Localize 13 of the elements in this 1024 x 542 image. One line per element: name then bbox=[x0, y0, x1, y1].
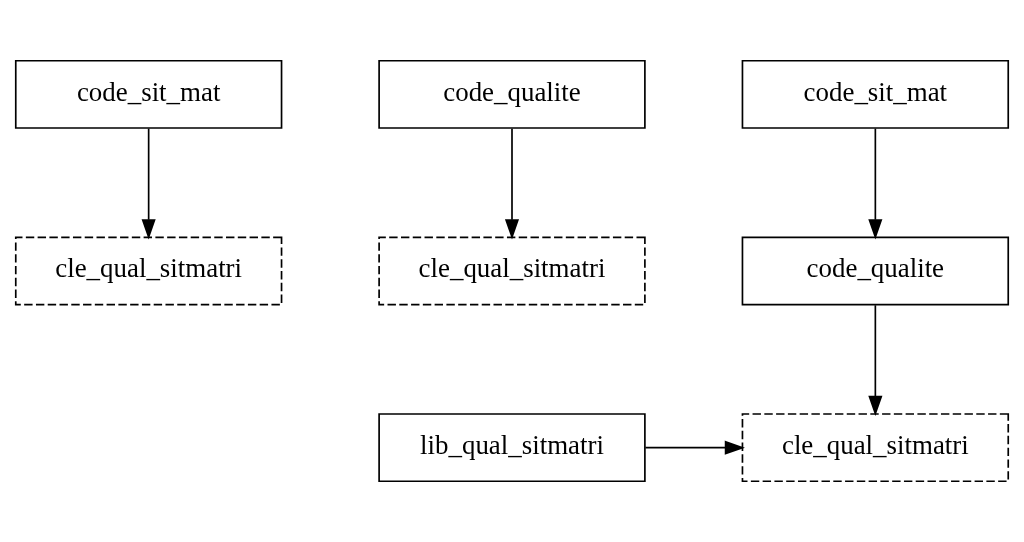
arrow bbox=[141, 127, 156, 240]
node-box: cle_qual_sitmatri bbox=[378, 236, 646, 306]
arrow bbox=[504, 127, 520, 240]
node-box: code_sit_mat bbox=[741, 59, 1010, 129]
arrow bbox=[644, 440, 745, 455]
arrow bbox=[868, 304, 883, 417]
node-box: cle_qual_sitmatri bbox=[741, 413, 1010, 483]
node-box: code_qualite bbox=[741, 236, 1010, 306]
node-box: code_qualite bbox=[378, 59, 646, 129]
node-box: code_sit_mat bbox=[14, 59, 283, 129]
arrow bbox=[868, 127, 883, 240]
node-box: cle_qual_sitmatri bbox=[14, 236, 283, 306]
node-box: lib_qual_sitmatri bbox=[378, 413, 646, 483]
